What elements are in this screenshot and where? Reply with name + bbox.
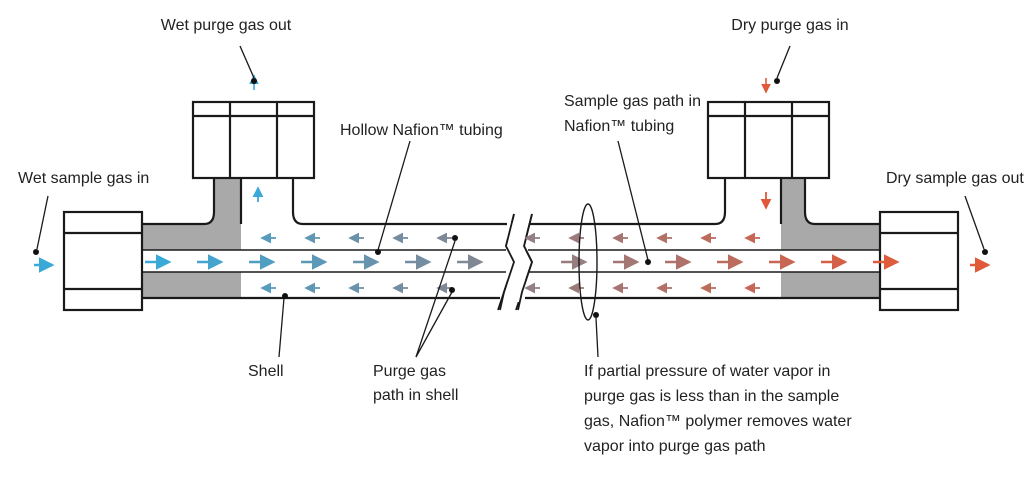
label-wet-sample-in: Wet sample gas in: [18, 170, 149, 187]
flow-arrows: [34, 74, 991, 294]
label-purge-path-line1: Purge gas: [373, 363, 446, 380]
break-gap: [507, 222, 525, 302]
label-note-line4: vapor into purge gas path: [584, 438, 765, 455]
label-note-line2: purge gas is less than in the sample: [584, 388, 839, 405]
label-purge-path-line2: path in shell: [373, 387, 458, 404]
shell-outline: [141, 178, 880, 300]
label-sample-path-line2: Nafion™ tubing: [564, 118, 674, 135]
right-purge-fitting: [706, 100, 831, 180]
label-dry-purge-in: Dry purge gas in: [731, 17, 848, 34]
left-end-fitting: [62, 210, 144, 312]
right-port-neck: [781, 178, 880, 298]
leader-lines: [33, 45, 988, 358]
label-wet-purge-out: Wet purge gas out: [161, 17, 292, 34]
label-note-line1: If partial pressure of water vapor in: [584, 363, 830, 380]
label-sample-path-line1: Sample gas path in: [564, 93, 701, 110]
label-shell: Shell: [248, 363, 284, 380]
label-hollow-tubing: Hollow Nafion™ tubing: [340, 122, 503, 139]
shell-right-section: [781, 178, 880, 298]
label-dry-sample-out: Dry sample gas out: [886, 170, 1024, 187]
labels: Wet purge gas out Dry purge gas in Wet s…: [18, 17, 1024, 455]
left-port-neck: [141, 178, 241, 298]
left-purge-fitting: [191, 100, 316, 180]
label-note-line3: gas, Nafion™ polymer removes water: [584, 413, 852, 430]
tubing-wall-highlight: [578, 203, 598, 321]
